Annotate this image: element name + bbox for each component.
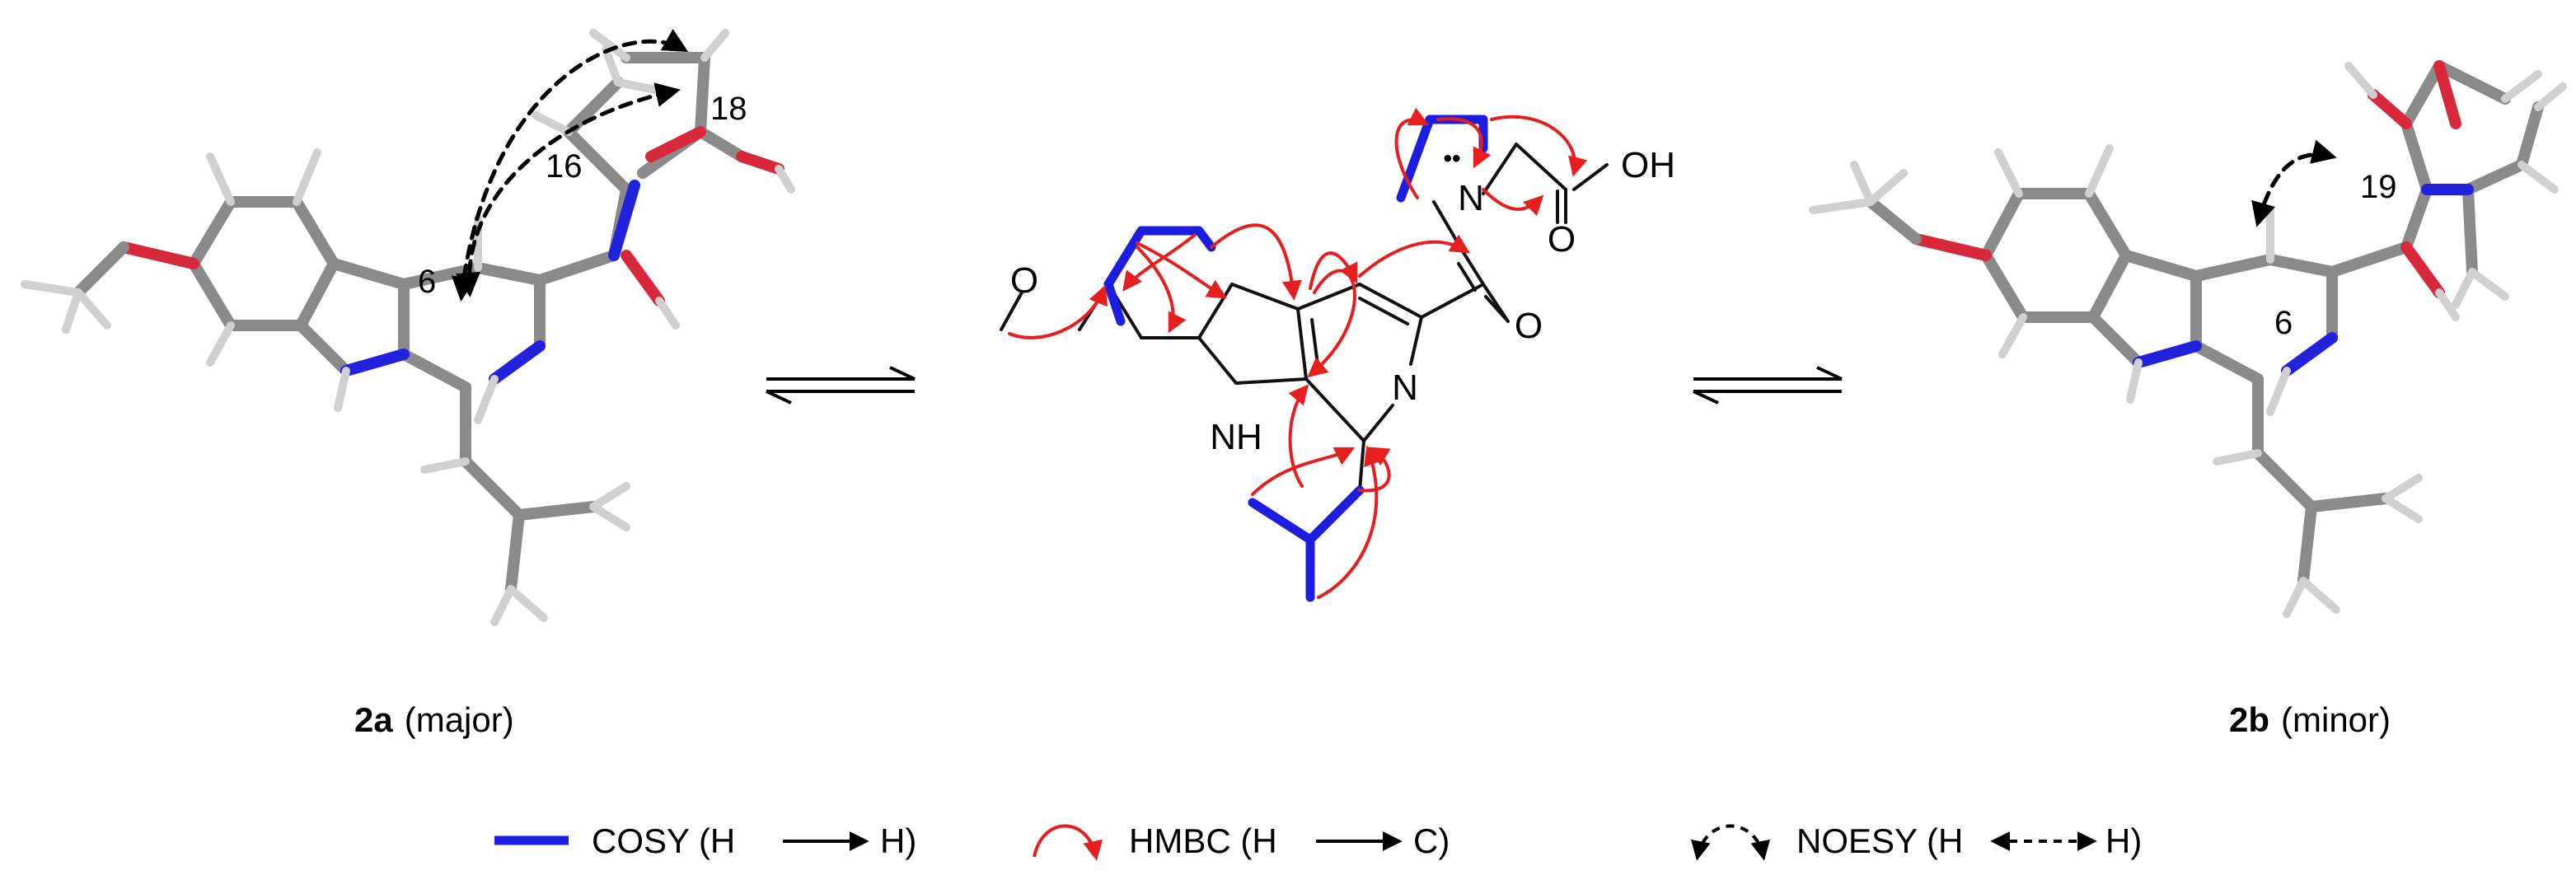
legend-hmbc-label-b: C) (1413, 821, 1450, 860)
model-2b (1809, 60, 2567, 618)
legend: COSY (H H) HMBC (H C) NOESY (H H) (494, 821, 2142, 861)
legend-item-noesy: NOESY (H H) (1691, 821, 2142, 861)
noesy-arc-icon (1691, 824, 1770, 861)
legend-noesy-label-a: NOESY (H (1796, 821, 1963, 860)
atom-pyridine-n: N (1392, 367, 1418, 408)
label-2b-c6: 6 (2274, 305, 2293, 341)
atom-acid-oh: OH (1621, 145, 1675, 185)
atom-pyrrolidine-n: N (1458, 178, 1484, 218)
label-2a-c16: 16 (546, 148, 583, 185)
caption-2b-compound: 2b (2229, 700, 2269, 739)
equilibrium-arrow-icon (1693, 366, 1843, 405)
label-2a-c18: 18 (710, 91, 747, 127)
lone-pair-dots: •• (1443, 145, 1460, 172)
caption-2a: 2a (major) (354, 700, 514, 739)
equilibrium-arrow-icon (766, 366, 916, 405)
legend-hmbc-label-a: HMBC (H (1129, 821, 1277, 860)
atom-acid-o: O (1548, 219, 1576, 260)
center-structure (1000, 107, 1609, 602)
model-2a (21, 29, 795, 626)
atom-methoxy-o: O (1010, 260, 1038, 301)
atom-carbonyl-o: O (1515, 306, 1543, 346)
caption-2b: 2b (minor) (2229, 700, 2391, 739)
caption-2b-note: (minor) (2281, 700, 2391, 739)
legend-item-hmbc: HMBC (H C) (1033, 821, 1450, 861)
legend-noesy-label-b: H) (2105, 821, 2142, 860)
legend-item-cosy: COSY (H H) (494, 821, 916, 860)
hmbc-arc-icon (1033, 824, 1103, 861)
legend-cosy-label-b: H) (880, 821, 916, 860)
label-2a-c6: 6 (418, 264, 436, 300)
atom-indole-nh: NH (1210, 417, 1262, 457)
legend-cosy-label-a: COSY (H (592, 821, 735, 860)
label-2b-c19: 19 (2360, 169, 2397, 205)
caption-2a-compound: 2a (354, 700, 393, 739)
caption-2a-note: (major) (405, 700, 514, 739)
